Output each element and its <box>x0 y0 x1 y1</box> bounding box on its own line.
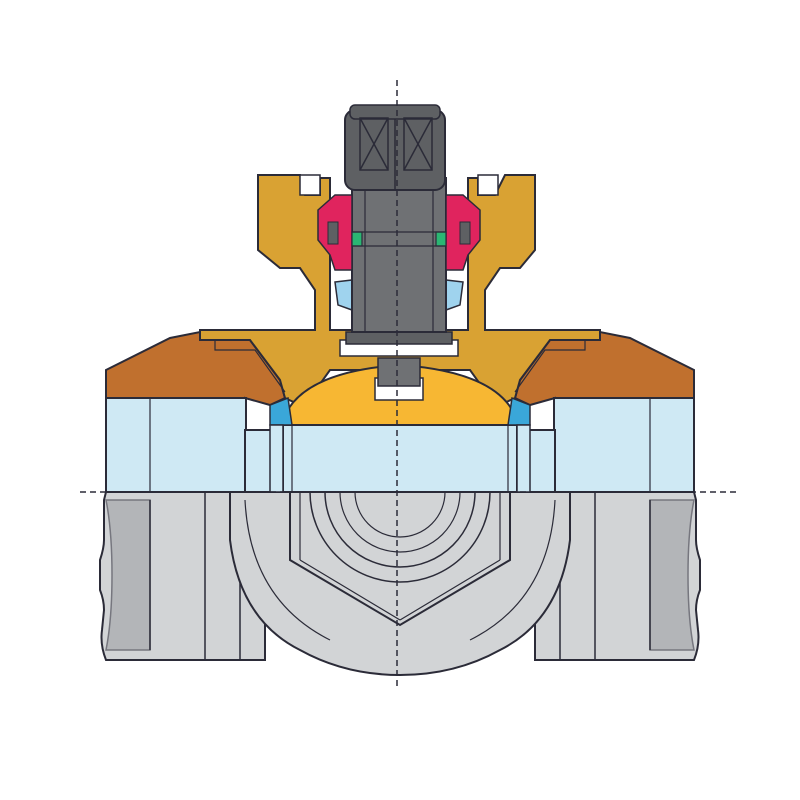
right-bore <box>553 397 695 493</box>
port-ring-inner <box>339 491 461 553</box>
seat-left <box>269 396 293 426</box>
bowl-contour <box>244 499 331 641</box>
packing-insert-right <box>459 221 471 245</box>
seat-right <box>507 396 531 426</box>
seat-left-lower <box>269 424 284 493</box>
ball-bore <box>282 424 518 493</box>
seat-right-lower <box>516 424 531 493</box>
body-top-cutout-right <box>477 174 499 196</box>
left-bore <box>105 397 247 493</box>
hex-edge-left-2 <box>299 559 401 621</box>
gland-left <box>334 279 353 312</box>
port-ring-core <box>354 491 446 538</box>
stem <box>351 177 447 333</box>
flat-mark-right-icon <box>403 117 433 171</box>
flat-mark-left-icon <box>359 117 389 171</box>
packing-insert-left <box>327 221 339 245</box>
bowl-contour-right <box>469 499 556 641</box>
stem-tang <box>377 357 421 387</box>
left-end-face <box>105 499 151 651</box>
body-top-cutout-left <box>299 174 321 196</box>
stem-head-top <box>349 104 441 120</box>
hex-edge-right-2 <box>399 559 501 621</box>
section-view <box>105 104 695 493</box>
body-contour-left <box>214 340 286 393</box>
port-ring-mid <box>324 491 476 568</box>
body-contour-right <box>514 340 586 393</box>
right-end-face <box>649 499 695 651</box>
gland-right <box>445 279 464 312</box>
stem-collar <box>345 331 453 345</box>
centerlines <box>80 80 740 690</box>
o-ring-left <box>351 231 363 247</box>
lower-exterior-view <box>99 491 701 677</box>
o-ring-right <box>435 231 447 247</box>
